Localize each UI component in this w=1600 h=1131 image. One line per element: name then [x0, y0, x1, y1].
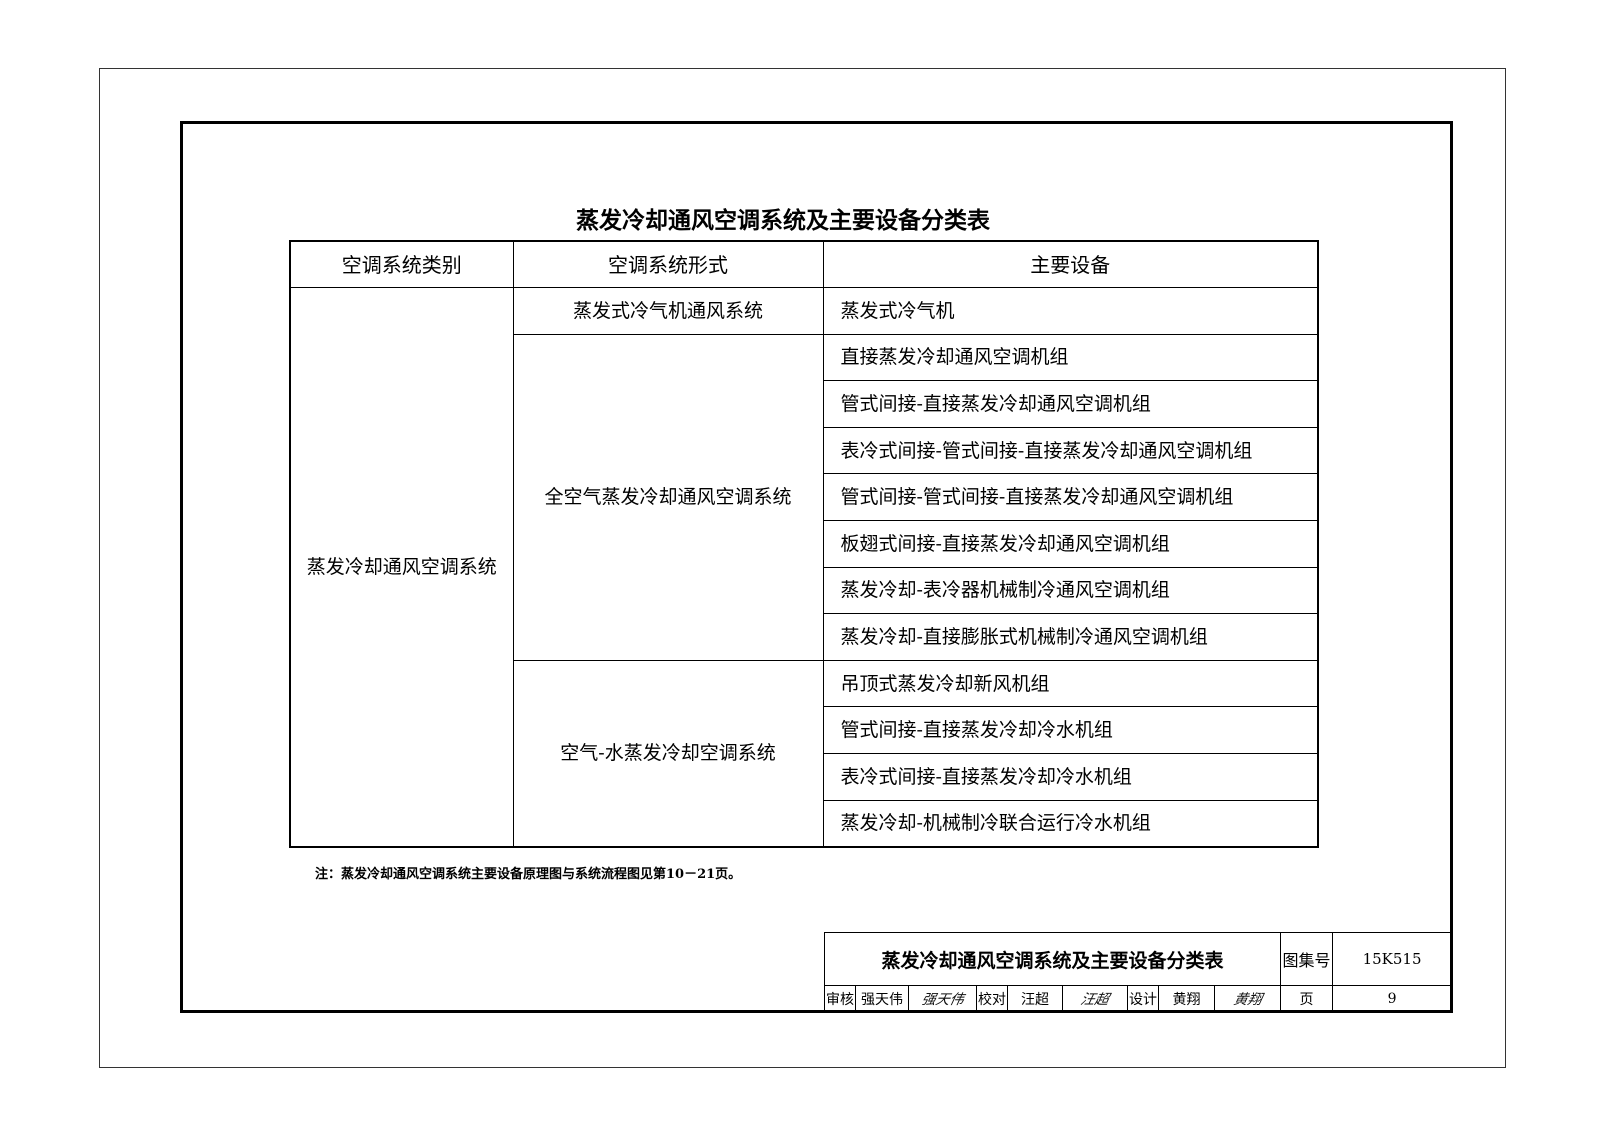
- equipment-cell: 蒸发冷却-机械制冷联合运行冷水机组: [822, 799, 1319, 848]
- checker-signature: 汪超: [1079, 992, 1111, 1008]
- atlas-number: 15K515: [1332, 932, 1453, 986]
- title-block-top-row: 蒸发冷却通风空调系统及主要设备分类表 图集号 15K515: [823, 932, 1453, 986]
- title-block-title: 蒸发冷却通风空调系统及主要设备分类表: [823, 932, 1282, 986]
- footnote: 注：蒸发冷却通风空调系统主要设备原理图与系统流程图见第10－21页。: [315, 867, 742, 882]
- reviewer-signature: 强天伟: [919, 992, 965, 1008]
- table-row: 表冷式间接-管式间接-直接蒸发冷却通风空调机组: [290, 426, 1319, 475]
- checker-name: 汪超: [1007, 985, 1063, 1013]
- designer-name: 黄翔: [1158, 985, 1215, 1013]
- check-label: 校对: [976, 985, 1008, 1013]
- designer-signature: 黄翔: [1231, 992, 1264, 1008]
- table-row: 蒸发冷却通风空调系统 蒸发式冷气机通风系统 蒸发式冷气机: [289, 287, 1319, 848]
- equipment-cell: 管式间接-管式间接-直接蒸发冷却通风空调机组: [822, 473, 1319, 521]
- equipment-cell: 蒸发冷却-直接膨胀式机械制冷通风空调机组: [822, 613, 1319, 661]
- document-title: 蒸发冷却通风空调系统及主要设备分类表: [576, 207, 990, 234]
- inner-frame: [180, 121, 1453, 1013]
- atlas-number-label: 图集号: [1280, 932, 1334, 986]
- equipment-cell: 管式间接-直接蒸发冷却冷水机组: [822, 706, 1319, 754]
- designer-signature-cell: 黄翔: [1213, 985, 1282, 1013]
- equipment-cell: 表冷式间接-管式间接-直接蒸发冷却通风空调机组: [822, 426, 1319, 475]
- table-row: 管式间接-管式间接-直接蒸发冷却通风空调机组: [290, 473, 1319, 521]
- reviewer-signature-cell: 强天伟: [908, 985, 977, 1013]
- checker-signature-cell: 汪超: [1062, 985, 1128, 1013]
- table-row: 管式间接-直接蒸发冷却冷水机组: [290, 706, 1319, 754]
- equipment-cell: 蒸发式冷气机: [822, 287, 1319, 335]
- review-label: 审核: [824, 985, 856, 1013]
- table-row: 表冷式间接-直接蒸发冷却冷水机组: [290, 752, 1319, 801]
- equipment-cell: 蒸发冷却-表冷器机械制冷通风空调机组: [822, 566, 1319, 615]
- equipment-cell: 板翅式间接-直接蒸发冷却通风空调机组: [822, 519, 1319, 568]
- equipment-cell: 表冷式间接-直接蒸发冷却冷水机组: [822, 752, 1319, 801]
- table-row: 蒸发冷却-直接膨胀式机械制冷通风空调机组: [290, 613, 1319, 661]
- category-cell: 蒸发冷却通风空调系统: [289, 287, 514, 848]
- header-form: 空调系统形式: [512, 240, 824, 288]
- equipment-cell: 吊顶式蒸发冷却新风机组: [822, 659, 1319, 708]
- table-row: 空气-水蒸发冷却空调系统 吊顶式蒸发冷却新风机组: [290, 659, 1319, 848]
- table-row: 蒸发冷却-表冷器机械制冷通风空调机组: [290, 566, 1319, 615]
- table-row: 管式间接-直接蒸发冷却通风空调机组: [290, 380, 1319, 428]
- equipment-cell: 直接蒸发冷却通风空调机组: [822, 333, 1319, 382]
- page-number: 9: [1332, 985, 1453, 1013]
- form-cell: 空气-水蒸发冷却空调系统: [512, 659, 824, 848]
- table-row: 蒸发冷却-机械制冷联合运行冷水机组: [290, 799, 1319, 848]
- title-block-bottom-row: 审核 强天伟 强天伟 校对 汪超 汪超 设计 黄翔 黄翔 页 9: [824, 985, 1453, 1013]
- outer-frame: [99, 68, 1506, 1068]
- title-block: 蒸发冷却通风空调系统及主要设备分类表 图集号 15K515 审核 强天伟 强天伟…: [823, 932, 1453, 1013]
- reviewer-name: 强天伟: [855, 985, 909, 1013]
- equipment-cell: 管式间接-直接蒸发冷却通风空调机组: [822, 380, 1319, 428]
- classification-table: 空调系统类别 空调系统形式 主要设备 蒸发冷却通风空调系统 蒸发式冷气机通风系统…: [289, 240, 1319, 849]
- header-equipment: 主要设备: [822, 240, 1319, 288]
- design-label: 设计: [1127, 985, 1159, 1013]
- table-row: 全空气蒸发冷却通风空调系统 直接蒸发冷却通风空调机组: [290, 333, 1319, 661]
- form-cell: 蒸发式冷气机通风系统: [512, 287, 824, 335]
- form-cell: 全空气蒸发冷却通风空调系统: [512, 333, 824, 661]
- table-header-row: 空调系统类别 空调系统形式 主要设备: [289, 240, 1319, 288]
- header-category: 空调系统类别: [289, 240, 514, 288]
- page-label: 页: [1280, 985, 1334, 1013]
